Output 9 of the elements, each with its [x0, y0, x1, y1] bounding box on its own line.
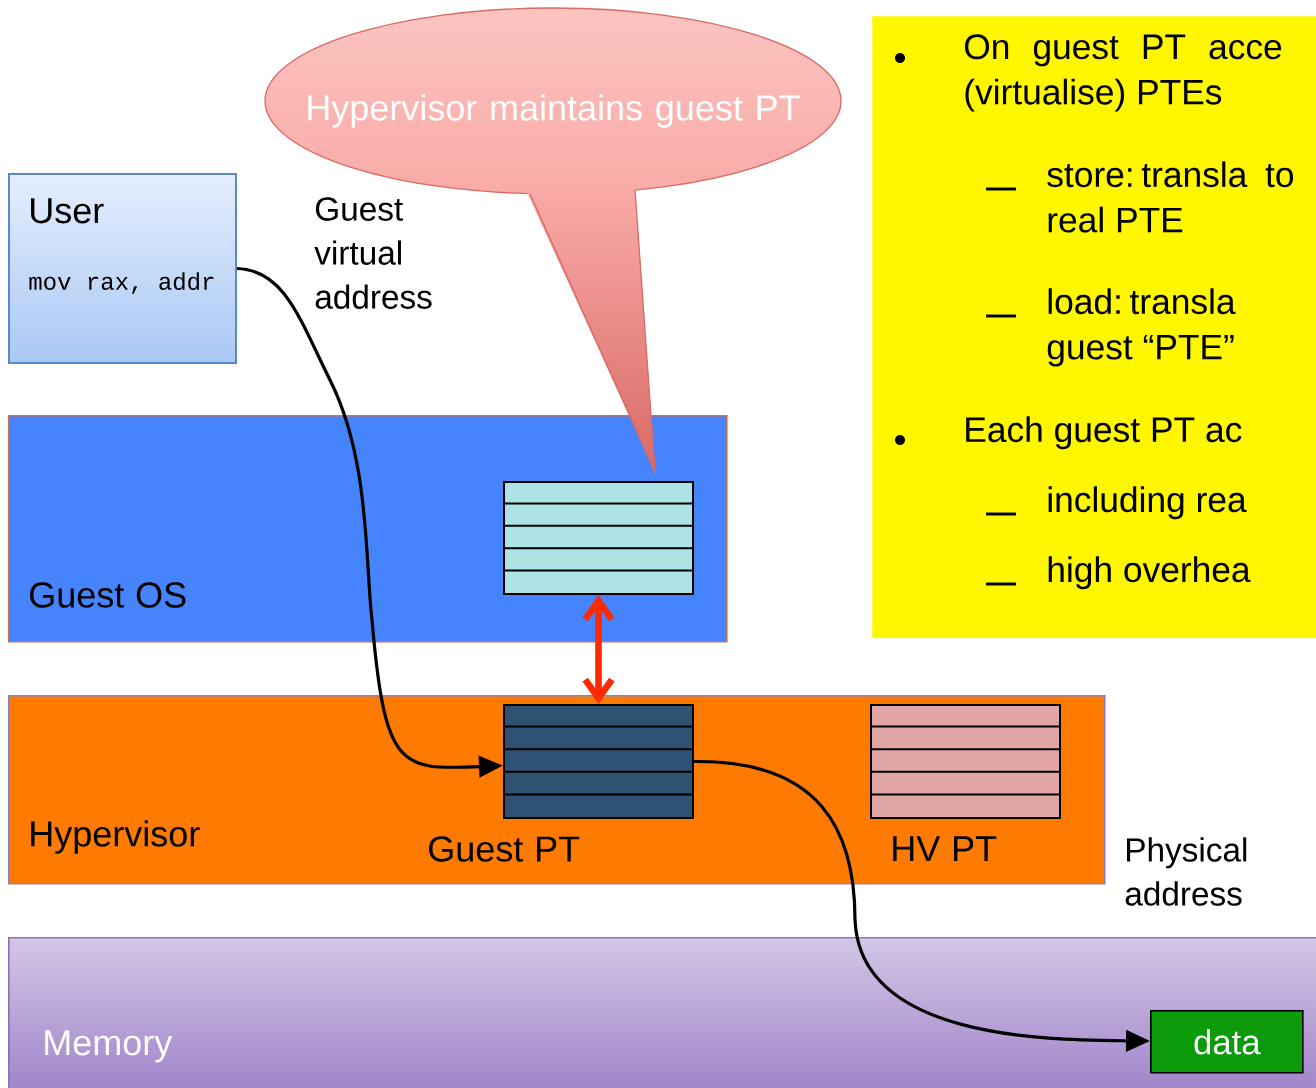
address-label: Physical address [1125, 837, 1247, 906]
note-box: On guest PT acce (virtualise) PTEs store: transla to real PTE load: transla guest “PTE” Each guest PT ac including rea high overhea [872, 16, 1316, 639]
user-box: User mov rax, addr [8, 173, 237, 364]
table-caption: HV PT [893, 836, 997, 862]
data-box: data [1150, 1010, 1304, 1074]
table-caption: Guest PT [429, 836, 580, 862]
page-table [502, 481, 694, 595]
arrow [582, 595, 615, 704]
address-label: Guest virtual address [314, 197, 432, 309]
